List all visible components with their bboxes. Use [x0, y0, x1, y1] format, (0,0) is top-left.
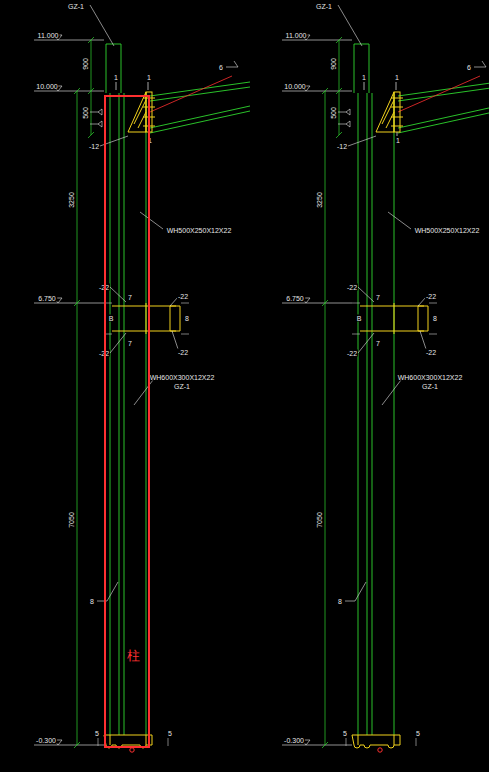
elevation-text: 11.000 — [285, 32, 308, 39]
column-view — [282, 5, 489, 752]
dimension-text: 900 — [330, 57, 337, 71]
section-number: 1 — [147, 137, 153, 144]
section-number: 5 — [342, 730, 348, 737]
plate-thickness: -12 — [336, 143, 348, 150]
dimension-text: 3250 — [316, 191, 323, 209]
plate-thickness: -22 — [346, 284, 358, 291]
member-size: WH600X300X12X22 — [149, 374, 216, 381]
elevation-text: 6.750 — [37, 295, 57, 302]
plate-thickness: -22 — [346, 350, 358, 357]
highlight-frame: 柱 — [104, 95, 150, 748]
section-number: 1 — [394, 74, 400, 81]
callout-number: 7 — [375, 340, 381, 347]
member-size: WH600X300X12X22 — [397, 374, 464, 381]
callout-number: 8 — [89, 598, 95, 605]
section-number: 1 — [146, 74, 152, 81]
elevation-text: -0.300 — [283, 737, 305, 744]
callout-number: 7 — [375, 294, 381, 301]
mark-number: GZ-1 — [421, 383, 439, 390]
dimension-text: 3250 — [68, 191, 75, 209]
dimension-text: 7050 — [68, 511, 75, 529]
section-number: 8 — [184, 315, 190, 322]
mark-number: GZ-1 — [315, 3, 333, 10]
plate-thickness: -22 — [425, 293, 437, 300]
section-number: 1 — [395, 137, 401, 144]
elevation-text: 10.000 — [35, 83, 58, 90]
elevation-text: 6.750 — [285, 295, 305, 302]
section-number: 8 — [432, 315, 438, 322]
elevation-text: 11.000 — [37, 32, 60, 39]
mark-number: GZ-1 — [173, 383, 191, 390]
column-view — [34, 5, 250, 752]
dimension-text: 7050 — [316, 511, 323, 529]
section-number: 1 — [113, 74, 119, 81]
plate-thickness: -22 — [425, 349, 437, 356]
section-number: 1 — [361, 74, 367, 81]
section-letter: B — [356, 315, 363, 322]
dimension-text: 500 — [330, 106, 337, 120]
member-size: WH500X250X12X22 — [414, 227, 481, 234]
callout-number: 8 — [337, 598, 343, 605]
plate-thickness: -12 — [88, 143, 100, 150]
elevation-text: -0.300 — [35, 737, 57, 744]
plate-thickness: -22 — [177, 349, 189, 356]
section-number: 5 — [167, 730, 173, 737]
member-size: WH500X250X12X22 — [166, 227, 233, 234]
section-number: 5 — [415, 730, 421, 737]
callout-number: 7 — [127, 340, 133, 347]
callout-number: 6 — [466, 64, 472, 71]
callout-number: 7 — [127, 294, 133, 301]
frame-label: 柱 — [127, 649, 140, 662]
plate-thickness: -22 — [177, 293, 189, 300]
mark-number: GZ-1 — [67, 3, 85, 10]
section-letter: B — [108, 315, 115, 322]
elevation-text: 10.000 — [283, 83, 306, 90]
callout-number: 6 — [218, 64, 224, 71]
section-number: 5 — [94, 730, 100, 737]
dimension-text: 500 — [82, 106, 89, 120]
dimension-text: 900 — [82, 57, 89, 71]
